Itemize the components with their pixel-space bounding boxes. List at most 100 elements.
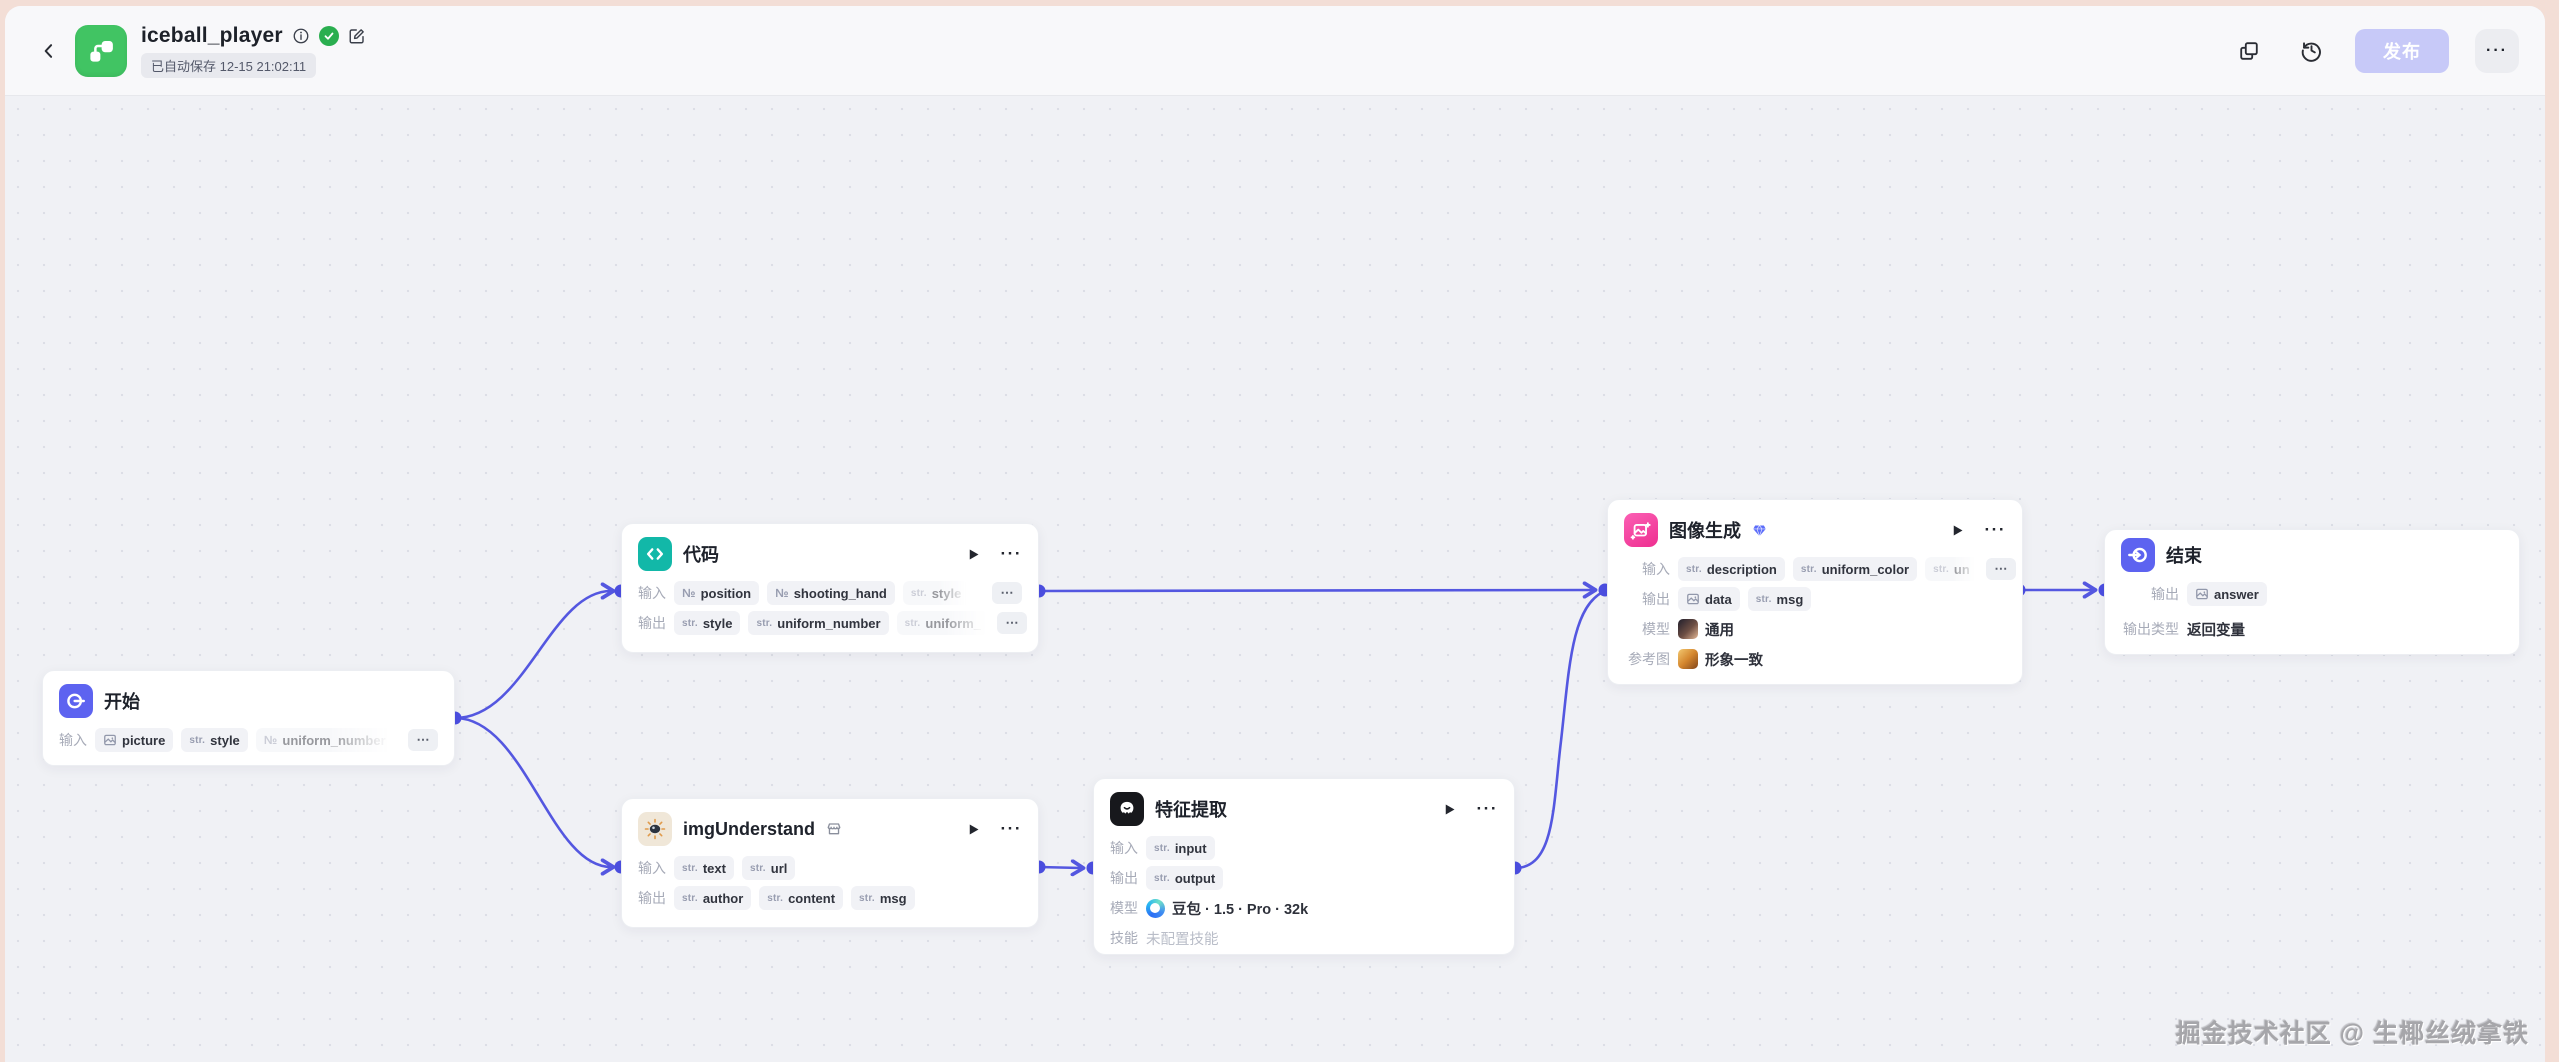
node-row: 输出类型 返回变量 <box>2105 614 2519 644</box>
node-row: 输入 str.text str.url <box>622 853 1038 883</box>
store-badge-icon <box>826 821 842 837</box>
node-menu-button[interactable]: ··· <box>1476 799 1498 818</box>
image-type-icon <box>2195 587 2209 601</box>
edge-start-to-code[interactable] <box>453 591 611 720</box>
copy-icon <box>2240 41 2258 60</box>
edit-title-icon[interactable] <box>348 27 366 45</box>
watermark: 掘金技术社区 @ 生椰丝绒拿铁 <box>2175 1020 2529 1048</box>
info-icon[interactable] <box>292 27 310 45</box>
node-row: 模型 通用 <box>1608 614 2022 644</box>
run-node-button[interactable] <box>966 822 981 837</box>
code-node-icon <box>638 537 672 571</box>
node-title: 开始 <box>104 692 140 712</box>
duplicate-button[interactable] <box>2231 33 2267 69</box>
node-menu-button[interactable]: ··· <box>1000 819 1022 838</box>
node-row: 输出 str.output <box>1094 863 1514 893</box>
edge-feature-to-imagegen[interactable] <box>1513 590 1605 870</box>
param-pill: str.text <box>674 856 734 880</box>
param-pill: str.output <box>1146 866 1224 890</box>
row-label: 输入 <box>59 732 87 748</box>
top-bar-actions: 发布 ··· <box>2231 28 2519 73</box>
version-history-button[interactable] <box>2293 33 2329 69</box>
row-overflow-button[interactable]: ⋯ <box>997 612 1027 634</box>
play-icon <box>1953 525 1963 535</box>
workflow-editor-window: iceball_player 已自动保存 12-15 21:02:11 发布 <box>5 6 2545 1062</box>
title-block: iceball_player 已自动保存 12-15 21:02:11 <box>141 24 366 78</box>
skill-value: 未配置技能 <box>1146 931 1219 948</box>
imagegen-node-icon <box>1624 513 1658 547</box>
row-overflow-button[interactable]: ⋯ <box>992 582 1022 604</box>
chevron-left-icon <box>44 43 53 58</box>
model-avatar-thumbnail <box>1678 619 1698 639</box>
play-icon <box>969 549 979 559</box>
output-type-value: 返回变量 <box>2187 622 2245 639</box>
param-pill: str.style <box>902 581 970 605</box>
param-pill: answer <box>2187 582 2267 606</box>
feature-node-icon <box>1110 792 1144 826</box>
param-pill: picture <box>95 728 174 752</box>
node-imgunderstand[interactable]: imgUnderstand ··· 输入 str.text str.url 输出… <box>621 798 1039 928</box>
run-node-button[interactable] <box>1950 523 1965 538</box>
end-node-icon <box>2121 538 2155 572</box>
row-overflow-button[interactable]: ⋯ <box>1985 558 2016 580</box>
node-title: 特征提取 <box>1155 800 1227 820</box>
workflow-title: iceball_player <box>141 23 283 47</box>
run-node-button[interactable] <box>1442 802 1457 817</box>
gem-badge-icon <box>1752 523 1767 538</box>
publish-button[interactable]: 发布 <box>2355 28 2449 73</box>
param-pill: str.un <box>1925 557 1978 581</box>
run-node-button[interactable] <box>966 547 981 562</box>
node-feature-extract[interactable]: 特征提取 ··· 输入 str.input 输出 str.output 模型 豆… <box>1093 778 1515 955</box>
row-overflow-button[interactable]: ⋯ <box>408 729 438 751</box>
node-menu-button[interactable]: ··· <box>1000 544 1022 563</box>
node-row: 输入 str.input <box>1094 833 1514 863</box>
workflow-app-icon <box>75 24 127 77</box>
edge-imgunderstand-to-feature[interactable] <box>1037 867 1081 868</box>
reference-image-thumbnail <box>1678 649 1698 669</box>
edge-code-to-imagegen[interactable] <box>1037 590 1593 591</box>
node-end[interactable]: 结束 输出 answer 输出类型 返回变量 <box>2104 529 2520 655</box>
node-row: 输出 data str.msg <box>1608 584 2022 614</box>
play-icon <box>1445 804 1455 814</box>
edge-start-to-imgunderstand[interactable] <box>453 716 611 867</box>
param-pill: str.content <box>759 886 844 910</box>
model-value: 通用 <box>1678 619 1734 640</box>
imgunderstand-node-icon <box>638 812 672 846</box>
param-pill: str.input <box>1146 836 1215 860</box>
image-type-icon <box>1686 592 1700 606</box>
param-pill: str.uniform_number <box>748 611 889 635</box>
back-button[interactable] <box>31 33 67 69</box>
workflow-glyph-icon <box>90 40 113 62</box>
node-row: 技能 未配置技能 <box>1094 923 1514 953</box>
image-type-icon <box>103 733 117 747</box>
top-bar: iceball_player 已自动保存 12-15 21:02:11 发布 <box>5 6 2545 96</box>
node-image-generate[interactable]: 图像生成 ··· 输入 str.description str.uniform_… <box>1607 499 2023 685</box>
param-pill: str.style <box>674 611 741 635</box>
reference-image-value: 形象一致 <box>1678 649 1763 670</box>
param-pill: str.msg <box>851 886 915 910</box>
model-value: 豆包 · 1.5 · Pro · 32k <box>1146 898 1308 919</box>
node-title: 图像生成 <box>1669 521 1741 541</box>
node-menu-button[interactable]: ··· <box>1984 520 2006 539</box>
node-row: 输入 str.description str.uniform_color str… <box>1608 554 2022 584</box>
param-pill: str.uniform_color <box>1792 557 1918 581</box>
param-pill: str.msg <box>1747 587 1812 611</box>
node-row: 参考图 形象一致 <box>1608 644 2022 674</box>
param-pill: str.uniform_ <box>896 611 989 635</box>
param-pill: str.author <box>674 886 752 910</box>
play-icon <box>969 824 979 834</box>
history-clock-icon <box>2301 42 2321 62</box>
node-row: 输出 answer <box>2105 579 2519 609</box>
start-node-icon <box>59 684 93 718</box>
param-pill: str.style <box>181 728 248 752</box>
header-more-button[interactable]: ··· <box>2475 28 2519 73</box>
